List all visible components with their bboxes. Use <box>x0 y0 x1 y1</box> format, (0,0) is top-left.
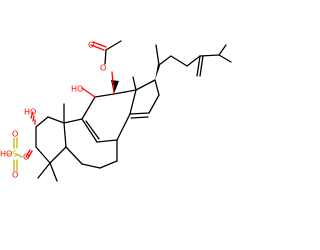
hashed-wedge <box>30 111 36 125</box>
bond <box>32 115 35 122</box>
bond <box>65 146 83 165</box>
bond <box>129 89 137 115</box>
atom-label-ketone-o: O <box>88 41 94 50</box>
bond <box>129 112 150 115</box>
bond <box>148 94 160 114</box>
bond <box>186 55 201 67</box>
sulfate-group <box>7 137 33 172</box>
bond <box>158 55 172 66</box>
bond <box>47 116 65 124</box>
bond <box>99 160 118 169</box>
stereo-wedge <box>155 64 160 80</box>
bond <box>81 118 98 143</box>
ring-c <box>81 76 137 143</box>
bond <box>30 111 34 119</box>
bond <box>15 153 23 158</box>
bond <box>104 49 107 65</box>
bond <box>81 163 101 169</box>
bond <box>63 118 83 124</box>
bond <box>132 76 137 91</box>
bond <box>94 93 115 98</box>
bond <box>199 55 204 77</box>
bond <box>116 113 131 141</box>
bond <box>135 79 156 91</box>
bond <box>196 55 201 77</box>
bond <box>35 116 49 128</box>
ring-a <box>35 103 67 182</box>
atom-label-sulfur: S <box>12 150 17 159</box>
atom-label-sulfate-o: O <box>23 153 29 162</box>
bond <box>81 96 96 120</box>
bond <box>37 162 51 179</box>
stereo-wedge <box>111 80 119 94</box>
atom-label-sulfonyl-o-lower: O <box>12 171 18 180</box>
bond <box>35 146 51 164</box>
bond <box>96 139 118 143</box>
bond <box>92 41 107 48</box>
bond <box>154 79 160 96</box>
atom-label-ho-c2: HO <box>24 108 36 117</box>
acetate-group <box>90 40 122 95</box>
ring-d <box>129 79 160 119</box>
atom-label-ester-o: O <box>100 64 106 73</box>
molecule-structure: HO O O HO HO S O O O <box>0 40 232 182</box>
bond <box>105 40 122 51</box>
bond <box>85 120 100 140</box>
bond <box>170 55 188 67</box>
bond <box>49 146 67 164</box>
ring-b <box>63 118 118 169</box>
bond <box>27 150 33 159</box>
bond <box>81 87 96 98</box>
bond <box>113 89 137 95</box>
atom-label-sulfonyl-o-upper: O <box>12 130 18 139</box>
bond <box>25 149 31 158</box>
bond <box>111 71 115 95</box>
bond <box>130 116 149 119</box>
side-chain <box>155 44 232 77</box>
atom-label-ho-c11: HO <box>71 85 83 94</box>
bond <box>63 122 67 148</box>
bond <box>49 162 58 182</box>
bond <box>155 44 160 66</box>
bond <box>218 44 227 56</box>
bond <box>90 44 105 51</box>
atom-label-acid-oh: HO <box>0 150 12 159</box>
bond <box>218 54 232 63</box>
